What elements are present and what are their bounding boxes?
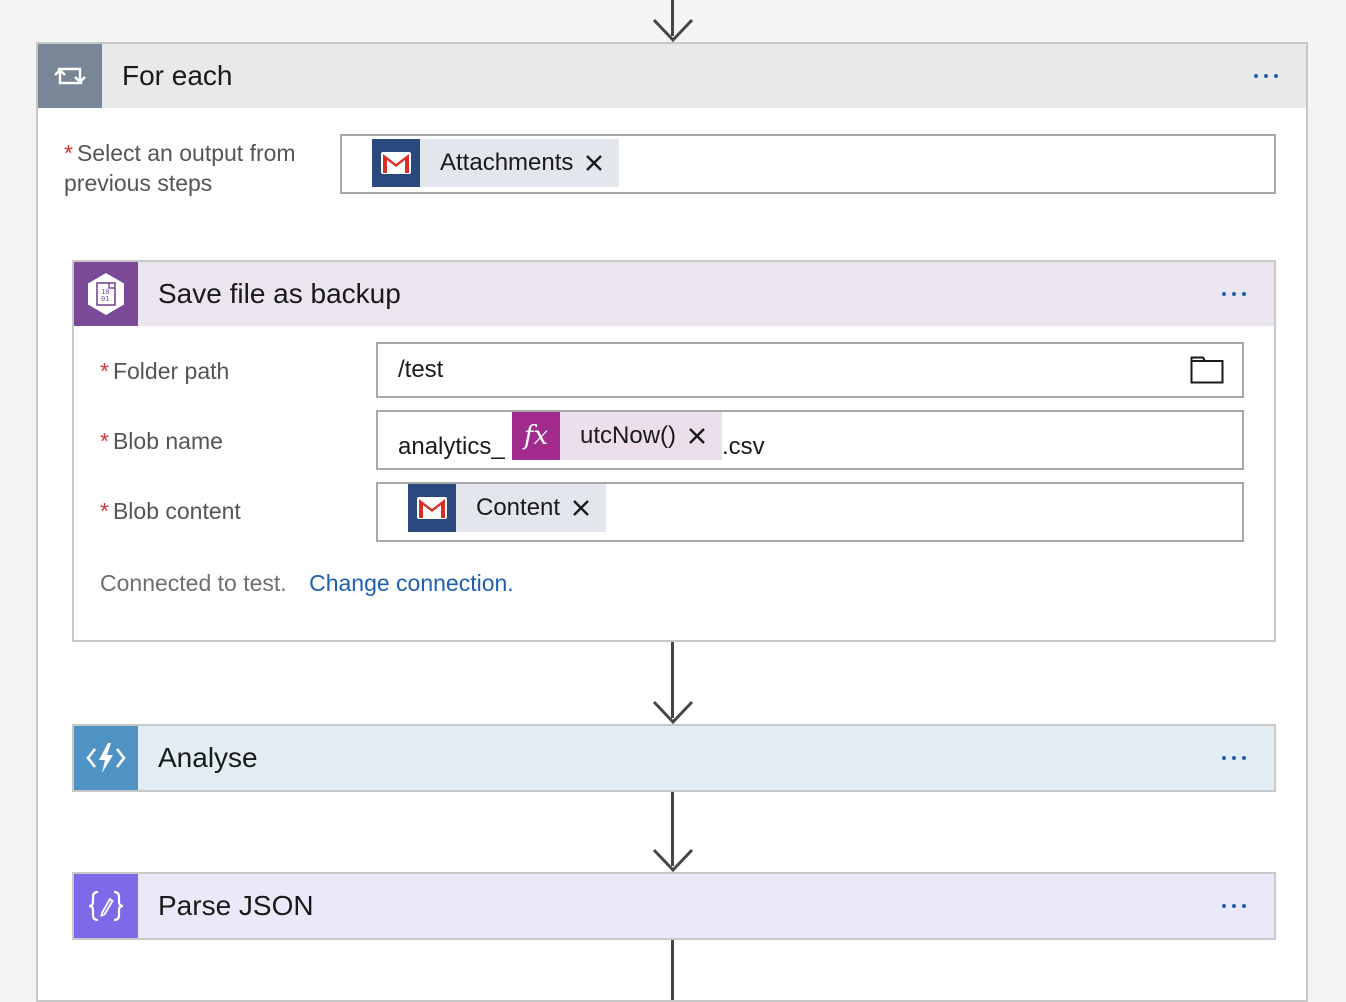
required-marker: *: [100, 498, 109, 524]
close-icon[interactable]: [570, 497, 592, 519]
azure-function-icon: [86, 743, 126, 773]
gmail-icon: [408, 484, 456, 532]
parse-json-header[interactable]: Parse JSON: [74, 874, 1274, 938]
required-marker: *: [100, 428, 109, 454]
loop-icon: [54, 67, 86, 85]
required-marker: *: [100, 358, 109, 384]
gmail-icon: [372, 139, 420, 187]
save-file-header[interactable]: 10 01 Save file as backup: [74, 262, 1274, 326]
attachments-token[interactable]: Attachments: [372, 139, 620, 187]
select-output-field[interactable]: Attachments: [340, 134, 1276, 194]
svg-text:10: 10: [101, 288, 109, 296]
parse-json-card[interactable]: Parse JSON: [72, 872, 1276, 940]
blob-name-label: *Blob name: [100, 428, 223, 454]
required-marker: *: [64, 140, 73, 166]
folder-icon[interactable]: [1190, 356, 1224, 384]
more-options-icon[interactable]: [1246, 44, 1286, 108]
save-file-title: Save file as backup: [158, 278, 401, 309]
analyse-title: Analyse: [158, 742, 258, 773]
change-connection-link[interactable]: Change connection.: [309, 570, 514, 596]
more-options-icon[interactable]: [1214, 726, 1254, 790]
blob-name-prefix: analytics_: [398, 433, 505, 460]
for-each-title: For each: [122, 60, 233, 91]
close-icon[interactable]: [583, 152, 605, 174]
for-each-icon-box: [38, 44, 102, 108]
folder-path-field[interactable]: /test: [376, 342, 1244, 398]
blob-icon-box: 10 01: [74, 262, 138, 326]
blob-name-field[interactable]: analytics_ fx utcNow() .csv: [376, 410, 1244, 470]
for-each-header[interactable]: For each: [38, 44, 1306, 108]
select-output-label: *Select an output from previous steps: [64, 140, 296, 196]
parse-json-icon: [88, 890, 124, 922]
connector-line: [671, 642, 674, 718]
arrow-down-icon: [652, 700, 694, 725]
more-options-icon[interactable]: [1214, 262, 1254, 326]
connection-info: Connected to test. Change connection.: [100, 568, 514, 598]
folder-path-value: /test: [398, 356, 444, 383]
token-label: Content: [476, 494, 561, 521]
analyse-header[interactable]: Analyse: [74, 726, 1274, 790]
content-token[interactable]: Content: [408, 484, 607, 532]
analyse-card[interactable]: Analyse: [72, 724, 1276, 792]
parse-json-title: Parse JSON: [158, 890, 314, 921]
more-options-icon[interactable]: [1214, 874, 1254, 938]
token-label: utcNow(): [580, 422, 677, 449]
parse-icon-box: [74, 874, 138, 938]
connector-line-top: [671, 0, 674, 36]
folder-path-label: *Folder path: [100, 358, 230, 384]
close-icon[interactable]: [686, 425, 708, 447]
analyse-icon-box: [74, 726, 138, 790]
blob-storage-icon: 10 01: [88, 273, 124, 315]
connector-line-bottom: [671, 940, 674, 1000]
blob-content-label: *Blob content: [100, 498, 241, 524]
svg-text:01: 01: [101, 295, 109, 303]
connected-text: Connected to test.: [100, 570, 287, 596]
save-file-card: 10 01 Save file as backup *Folder path /…: [72, 260, 1276, 642]
arrow-down-icon: [652, 848, 694, 873]
arrow-down-icon: [652, 18, 694, 43]
token-label: Attachments: [440, 149, 574, 176]
blob-name-suffix: .csv: [722, 433, 765, 460]
connector-line: [671, 792, 674, 866]
for-each-container: For each *Select an output from previous…: [36, 42, 1308, 1002]
fx-icon: fx: [512, 412, 560, 460]
blob-content-field[interactable]: Content: [376, 482, 1244, 542]
utcnow-expression-token[interactable]: fx utcNow(): [512, 412, 723, 460]
